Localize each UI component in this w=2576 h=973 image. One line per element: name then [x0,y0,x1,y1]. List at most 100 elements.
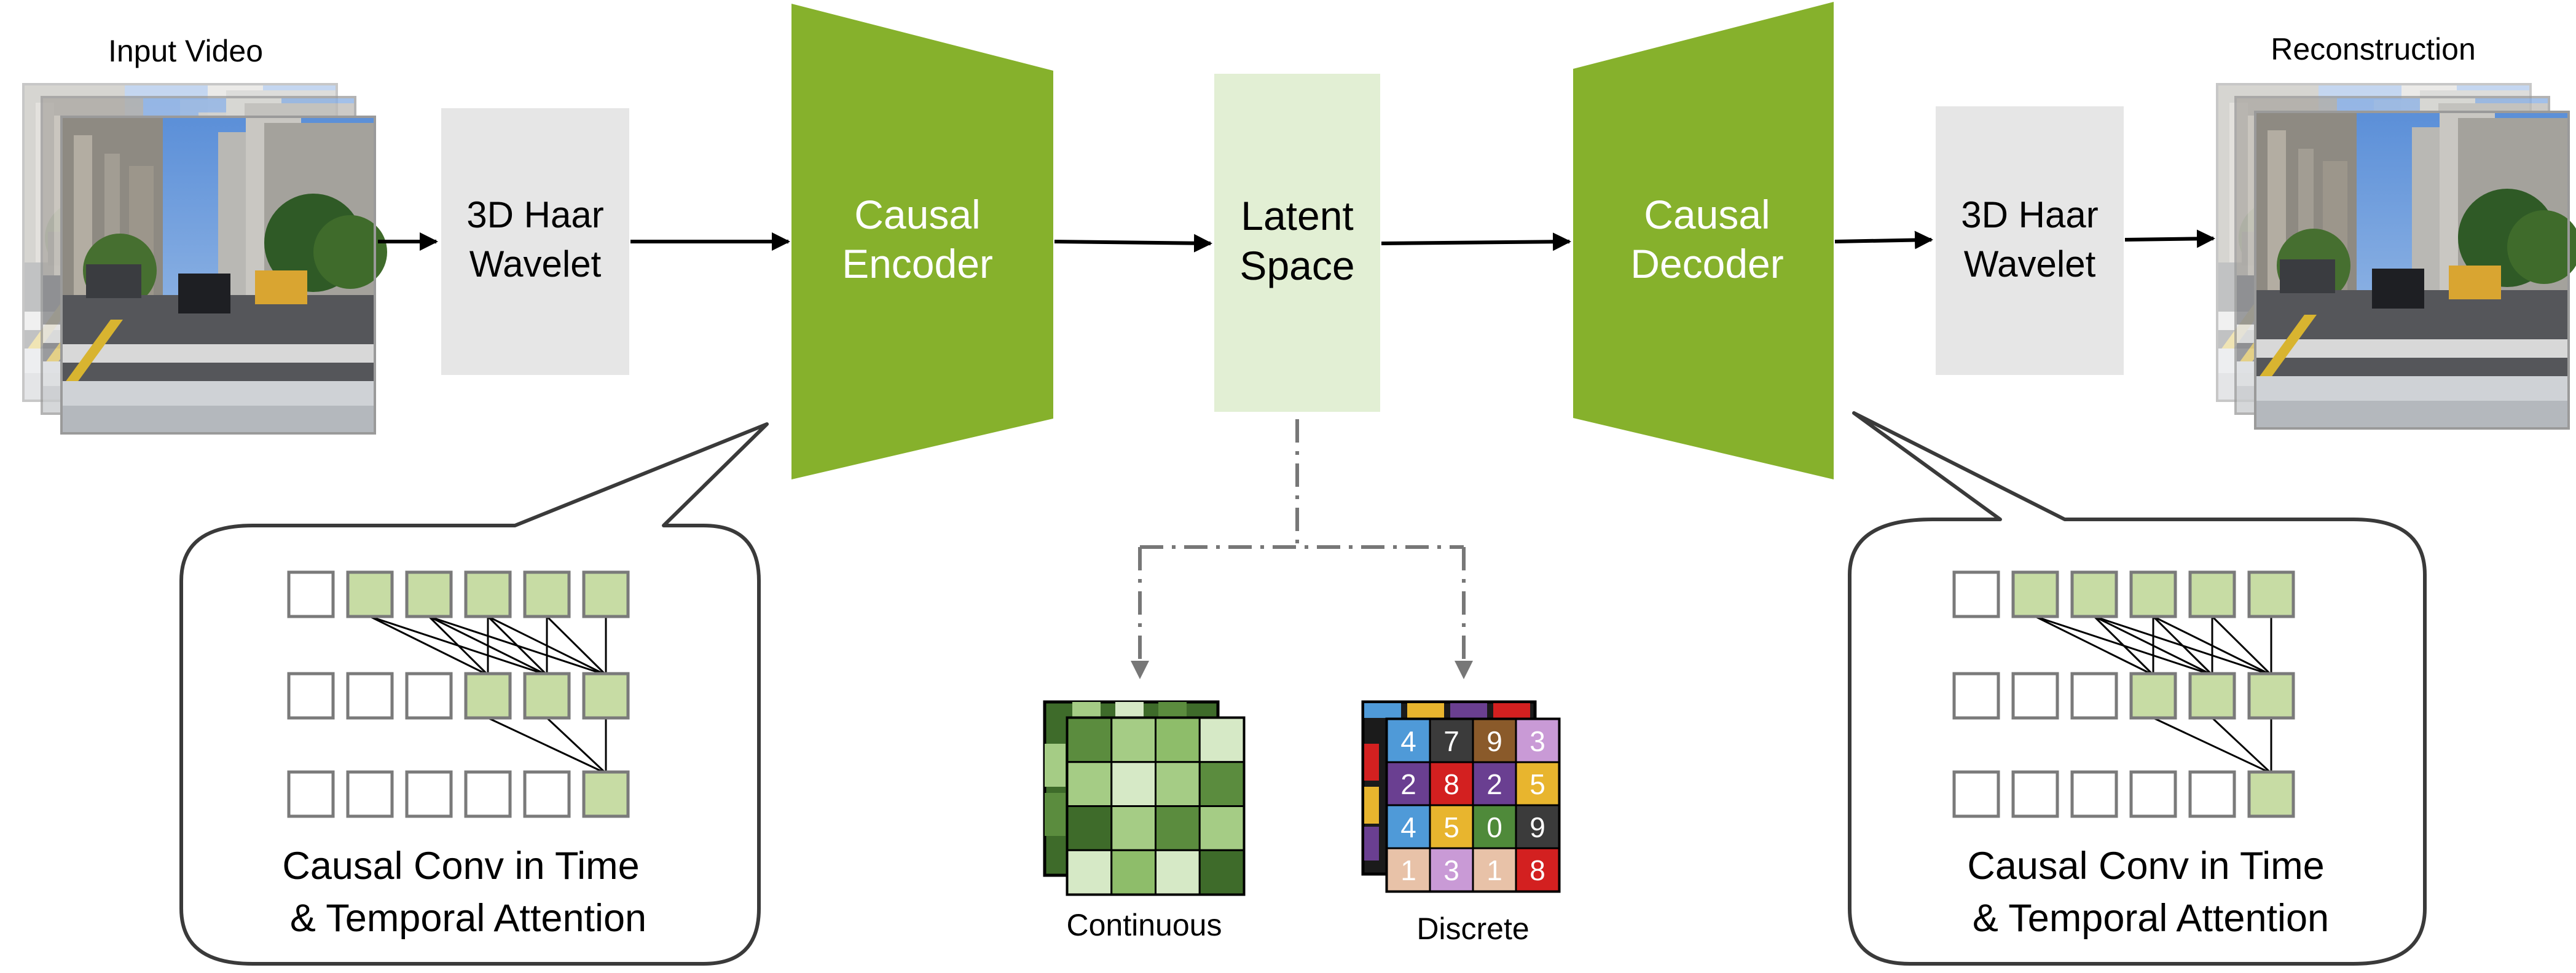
active-feature-square [582,570,630,618]
discrete-cell [1515,761,1560,806]
inactive-feature-square [2011,770,2059,818]
discrete-cell [1386,761,1431,806]
active-feature-square [582,770,630,818]
active-feature-square [2188,570,2236,618]
input-video-frames [22,83,387,435]
discrete-cell-value: 5 [1530,768,1545,800]
discrete-cell-value: 3 [1530,725,1545,757]
wavelet-out-line1: 3D Haar [1961,194,2098,235]
reconstruction-frames [2216,83,2576,430]
discrete-cell-value: 3 [1443,854,1459,886]
discrete-cell [1429,804,1474,849]
causal-decoder-shape [1573,2,1834,479]
discrete-cell [1386,847,1431,892]
active-feature-square [464,570,512,618]
inactive-feature-square [2070,770,2118,818]
discrete-cell [1515,847,1560,892]
active-feature-square [2247,672,2295,720]
bubble-left-line2: & Temporal Attention [290,897,646,940]
discrete-cell-value: 9 [1486,725,1502,757]
bubble-right-line2: & Temporal Attention [1973,897,2329,940]
active-feature-square [523,570,571,618]
active-feature-square [582,672,630,720]
causal-encoder-shape [791,4,1053,479]
wavelet-in-line1: 3D Haar [466,194,603,235]
continuous-cell [1066,761,1113,807]
decoder-line1: Causal [1644,192,1770,237]
continuous-cell [1155,849,1201,896]
inactive-feature-square [2070,672,2118,720]
inactive-feature-square [1952,770,2000,818]
continuous-cell [1198,849,1245,896]
continuous-cell [1110,849,1156,896]
input-video-label: Input Video [108,34,263,68]
latent-branch-lines [1131,419,1473,679]
continuous-cell [1198,761,1245,807]
discrete-label: Discrete [1416,912,1529,946]
inactive-feature-square [405,770,453,818]
encoder-line1: Causal [854,192,980,237]
active-feature-square [464,672,512,720]
encoder-line2: Encoder [842,241,993,286]
latent-line2: Space [1239,243,1354,288]
inactive-feature-square [2011,672,2059,720]
continuous-cell [1110,717,1156,763]
latent-line1: Latent [1241,193,1354,238]
continuous-cell [1066,717,1113,763]
inactive-feature-square [523,770,571,818]
inactive-feature-square [287,672,335,720]
continuous-cell [1110,805,1156,851]
active-feature-square [2188,672,2236,720]
discrete-cell-value: 0 [1486,811,1502,843]
discrete-cell [1472,804,1517,849]
continuous-cell [1110,761,1156,807]
inactive-feature-square [464,770,512,818]
discrete-cell [1386,718,1431,763]
active-feature-square [523,672,571,720]
discrete-cell-value: 8 [1443,768,1459,800]
continuous-cell [1155,805,1201,851]
continuous-cell [1198,805,1245,851]
bubble-left-line1: Causal Conv in Time [282,845,639,888]
discrete-cell-value: 4 [1400,811,1416,843]
latent-space-box [1214,74,1380,412]
wavelet-out-line2: Wavelet [1964,243,2096,285]
continuous-cell [1155,761,1201,807]
continuous-cell [1066,849,1113,896]
active-feature-square [2070,570,2118,618]
inactive-feature-square [2188,770,2236,818]
wavelet-in-box [441,108,629,375]
wavelet-in-line2: Wavelet [469,243,602,285]
continuous-cell [1066,805,1113,851]
inactive-feature-square [2129,770,2177,818]
active-feature-square [2247,570,2295,618]
continuous-latent-grid [1043,700,1246,896]
reconstruction-label: Reconstruction [2271,32,2476,66]
discrete-cell-value: 2 [1486,768,1502,800]
discrete-cell-value: 1 [1486,854,1502,886]
active-feature-square [2129,672,2177,720]
inactive-feature-square [1952,672,2000,720]
continuous-cell [1198,717,1245,763]
causal-network-left [287,570,630,818]
discrete-cell-value: 9 [1530,811,1545,843]
inactive-feature-square [1952,570,2000,618]
discrete-cell [1515,804,1560,849]
active-feature-square [405,570,453,618]
bubble-right-line1: Causal Conv in Time [1967,845,2324,888]
inactive-feature-square [287,570,335,618]
active-feature-square [2247,770,2295,818]
causal-network-right [1952,570,2295,818]
discrete-cell-value: 5 [1443,811,1459,843]
discrete-cell-value: 1 [1400,854,1416,886]
wavelet-out-box [1936,106,2124,375]
inactive-feature-square [346,770,394,818]
active-feature-square [2129,570,2177,618]
continuous-label: Continuous [1067,908,1222,942]
active-feature-square [346,570,394,618]
discrete-cell-value: 2 [1400,768,1416,800]
inactive-feature-square [287,770,335,818]
discrete-cell-value: 8 [1530,854,1545,886]
